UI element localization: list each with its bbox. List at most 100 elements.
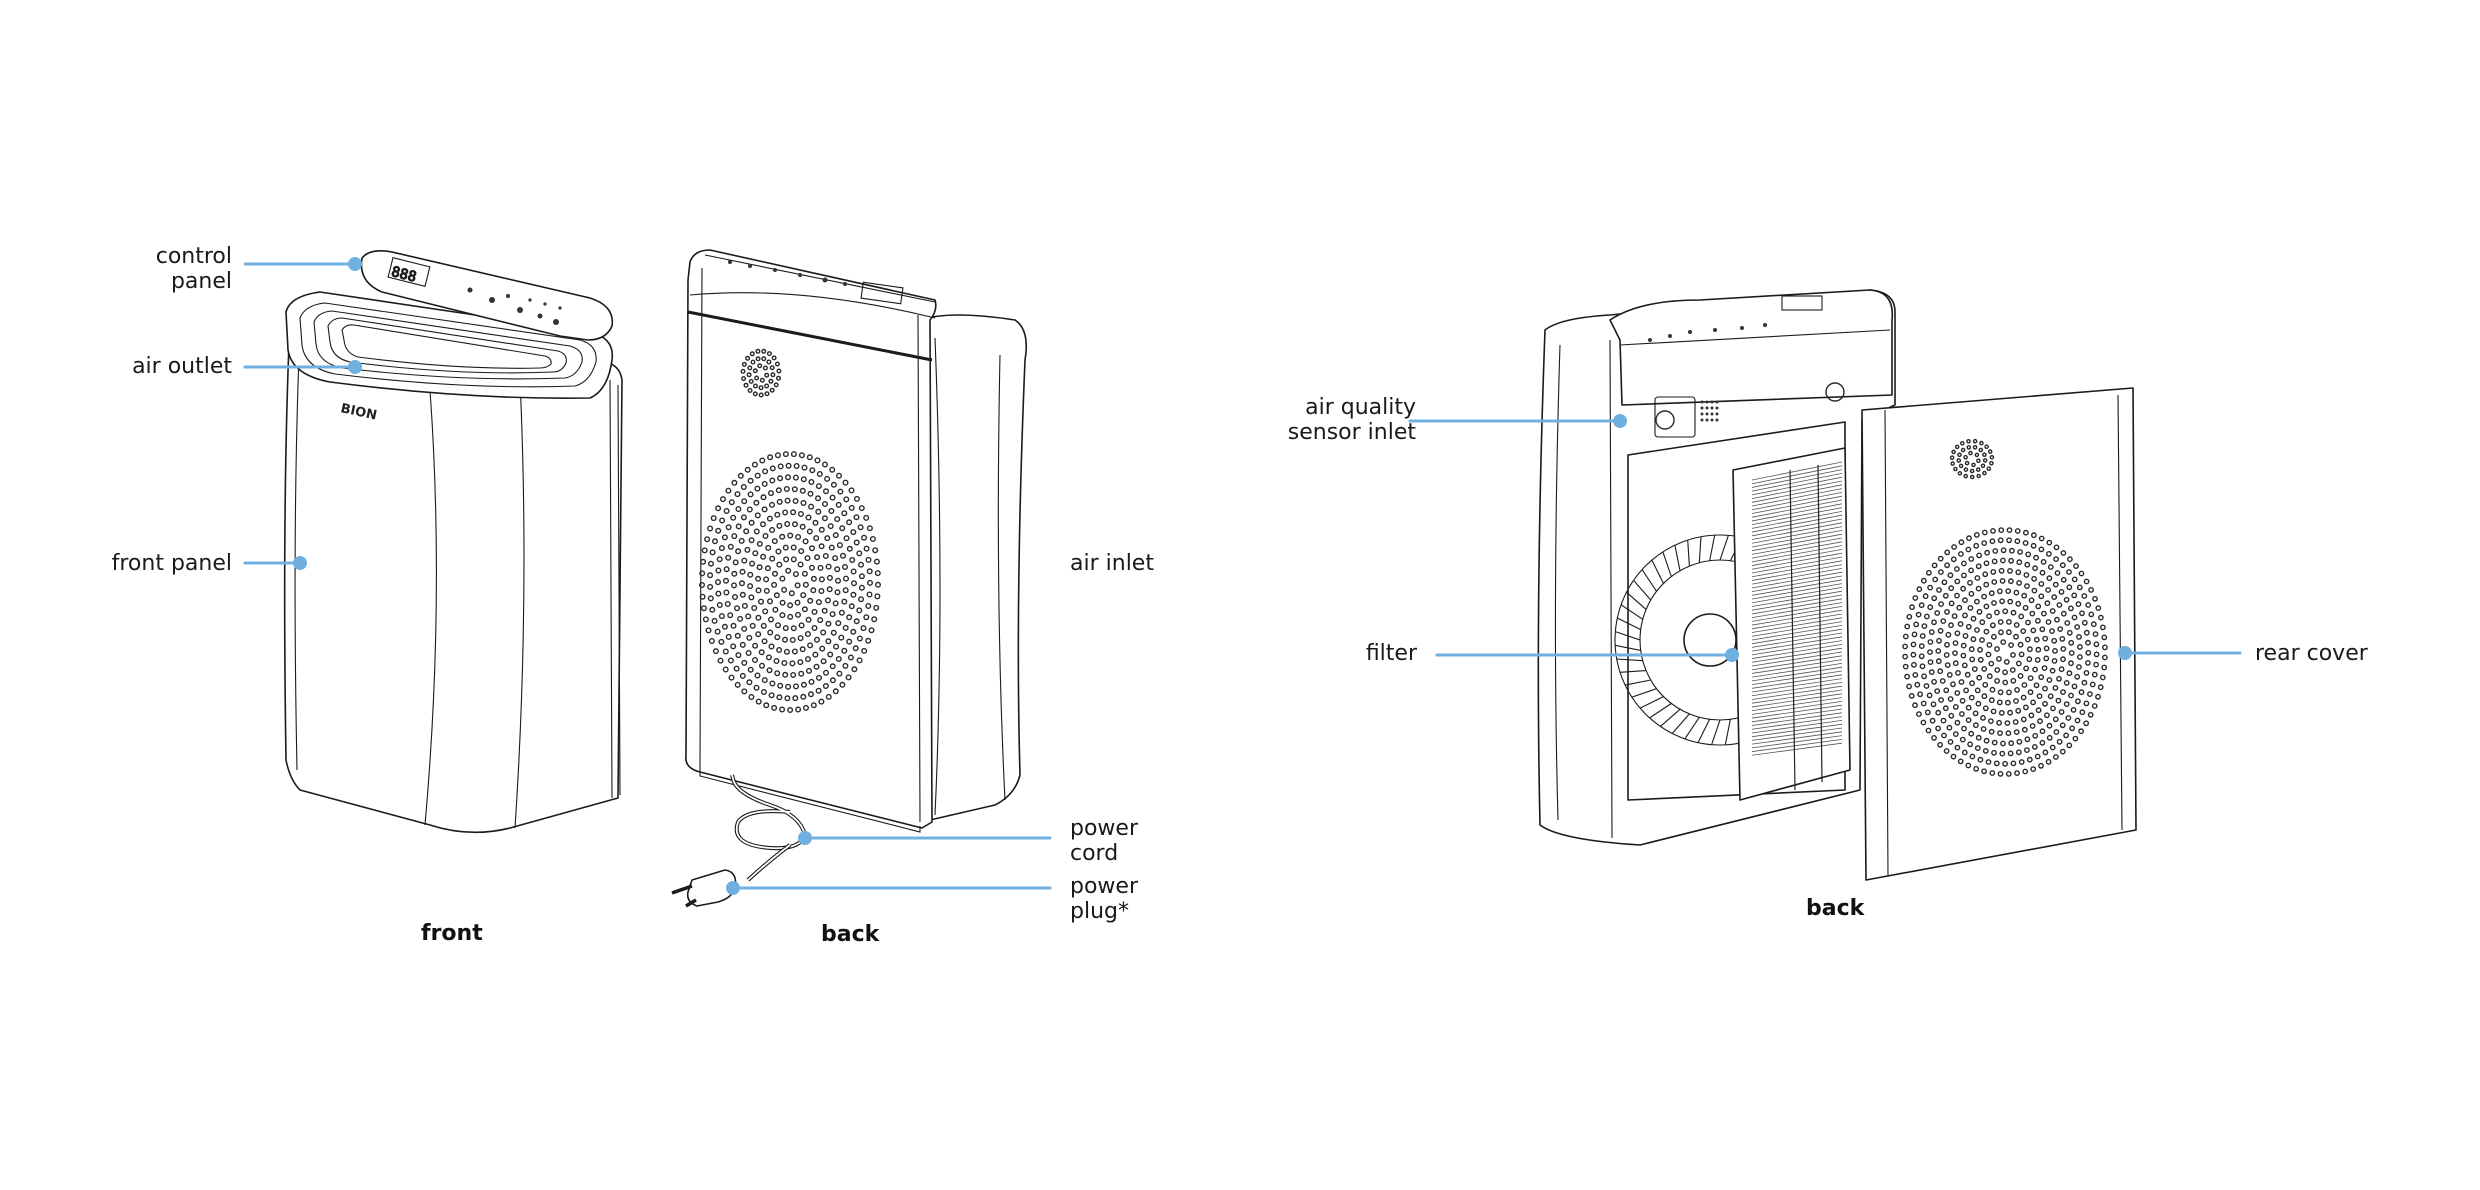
grille-hole <box>1909 604 1915 611</box>
grille-hole <box>826 574 833 581</box>
grille-hole <box>1997 730 2003 736</box>
pleat <box>1751 708 1843 723</box>
grille-hole <box>873 604 880 611</box>
grille-hole <box>755 698 762 705</box>
grille-hole <box>715 567 722 574</box>
grille-hole <box>1975 734 1982 741</box>
grille-hole <box>2008 578 2014 585</box>
grille-hole <box>1998 710 2005 716</box>
grille-hole <box>1954 719 1961 726</box>
grille-hole <box>776 368 782 374</box>
grille-hole <box>798 622 805 629</box>
grille-hole <box>2053 544 2060 551</box>
grille-hole <box>2046 734 2053 741</box>
grille-hole <box>2079 709 2086 716</box>
label-power-plug: power plug* <box>1070 874 1138 924</box>
pleat <box>1751 742 1843 756</box>
grille-hole <box>1983 737 1990 744</box>
grille-hole <box>830 481 837 488</box>
grille-hole <box>1904 623 1911 630</box>
grille-hole <box>2038 535 2045 542</box>
grille-hole <box>1978 447 1984 453</box>
grille-hole <box>1924 709 1931 716</box>
grille-hole <box>804 555 811 562</box>
grille-hole <box>856 657 863 664</box>
leader-power-cord <box>798 831 1052 845</box>
pleat <box>1751 701 1843 715</box>
grille-hole <box>782 625 789 632</box>
grille-hole <box>741 625 748 632</box>
control-buttons <box>467 287 562 325</box>
grille-hole <box>2055 697 2062 704</box>
sensor-hole <box>1705 406 1709 410</box>
grille-hole <box>754 512 761 519</box>
grille-hole <box>1902 633 1909 640</box>
sensor-hole <box>1700 412 1704 416</box>
grille-hole <box>1989 770 1996 776</box>
grille-hole <box>2025 619 2031 626</box>
grille-hole <box>1989 538 1996 545</box>
grille-hole <box>1918 643 1925 649</box>
grille-hole <box>1981 593 1988 600</box>
grille-hole <box>779 599 786 606</box>
grille-hole <box>2074 717 2081 724</box>
grille-hole <box>1948 585 1955 592</box>
grille-hole <box>835 501 842 508</box>
grille-hole <box>787 602 794 609</box>
grille-hole <box>1968 567 1975 574</box>
grille-hole <box>1990 569 1997 575</box>
grille-hole <box>874 593 881 600</box>
grille-hole <box>836 542 843 549</box>
grille-hole <box>2023 572 2030 578</box>
grille-hole <box>744 466 751 473</box>
pleat <box>1751 731 1843 745</box>
grille-hole <box>779 706 786 713</box>
grille-hole <box>747 477 754 484</box>
grille-hole <box>853 539 860 546</box>
grille-hole <box>851 666 858 673</box>
grille-hole <box>1944 641 1950 648</box>
grille-hole <box>2005 730 2012 737</box>
grille-hole <box>1989 460 1994 466</box>
grille-hole <box>741 498 748 505</box>
grille-hole <box>810 587 817 594</box>
grille-hole <box>1980 715 1986 721</box>
grille-hole <box>725 633 732 640</box>
grille-hole <box>711 617 718 624</box>
grille-hole <box>850 568 857 575</box>
grille-hole <box>718 613 725 620</box>
grille-hole <box>2045 758 2052 765</box>
grille-hole <box>2024 561 2031 568</box>
grille-hole <box>739 580 746 587</box>
grille-hole <box>2076 664 2082 670</box>
hepa-filter <box>1732 447 1851 801</box>
grille-hole <box>866 591 873 598</box>
grille-hole <box>1940 618 1947 624</box>
grille-hole <box>1931 678 1938 685</box>
grille-hole <box>2083 670 2090 676</box>
air-quality-sensor <box>1654 396 1719 438</box>
grille-hole <box>1956 458 1962 463</box>
grille-hole <box>1947 572 1954 579</box>
grille-hole <box>1974 745 1981 751</box>
grille-hole <box>725 524 732 531</box>
grille-hole <box>846 638 853 645</box>
grille-hole <box>821 515 828 522</box>
brand-logo: BION <box>339 401 378 423</box>
grille-hole <box>2097 614 2104 621</box>
grille-hole <box>2081 593 2088 599</box>
grille-hole <box>730 643 737 650</box>
grille-hole <box>752 391 758 397</box>
grille-hole <box>721 534 728 541</box>
grille-hole <box>1912 672 1919 678</box>
grille-hole <box>1935 648 1942 654</box>
grille-hole <box>825 620 832 627</box>
grille-hole <box>782 509 789 516</box>
grille-hole <box>1937 741 1944 748</box>
grille-hole <box>797 659 804 666</box>
grille-hole <box>741 659 748 666</box>
grille-hole <box>2083 629 2090 636</box>
grille-hole <box>863 514 870 521</box>
grille-hole <box>748 519 755 526</box>
grille-hole <box>702 616 709 623</box>
